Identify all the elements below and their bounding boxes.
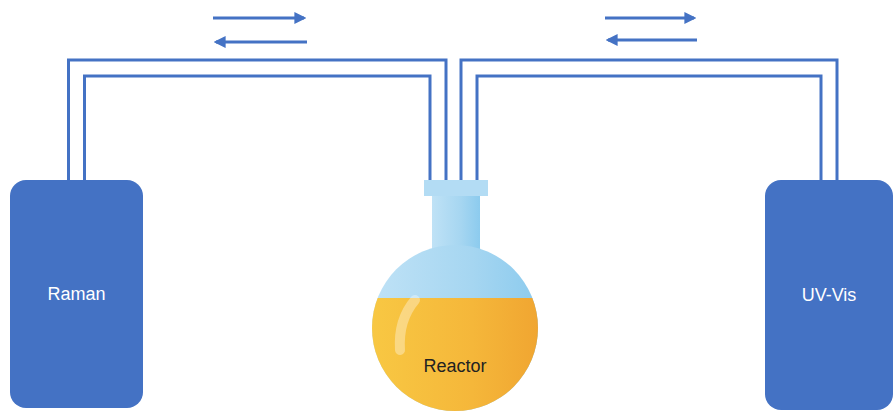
pipe-outer	[469, 68, 829, 181]
flow-arrow	[608, 39, 697, 42]
flow-arrow	[605, 17, 694, 20]
pipe-connector	[469, 68, 829, 184]
node-label: UV-Vis	[802, 285, 857, 306]
flow-arrow	[213, 17, 304, 20]
pipe-connector	[77, 68, 439, 184]
reactor-flask: Reactor	[370, 180, 540, 413]
pipe-inner	[469, 68, 829, 184]
node-label: Reactor	[370, 356, 540, 377]
pipe-outer	[77, 68, 439, 181]
instrument-box: Raman	[10, 180, 143, 408]
node-label: Raman	[47, 284, 105, 305]
flow-arrow	[216, 41, 307, 44]
flask-outline	[370, 180, 540, 413]
instrument-box: UV-Vis	[765, 180, 893, 410]
pipe-inner	[77, 68, 439, 184]
